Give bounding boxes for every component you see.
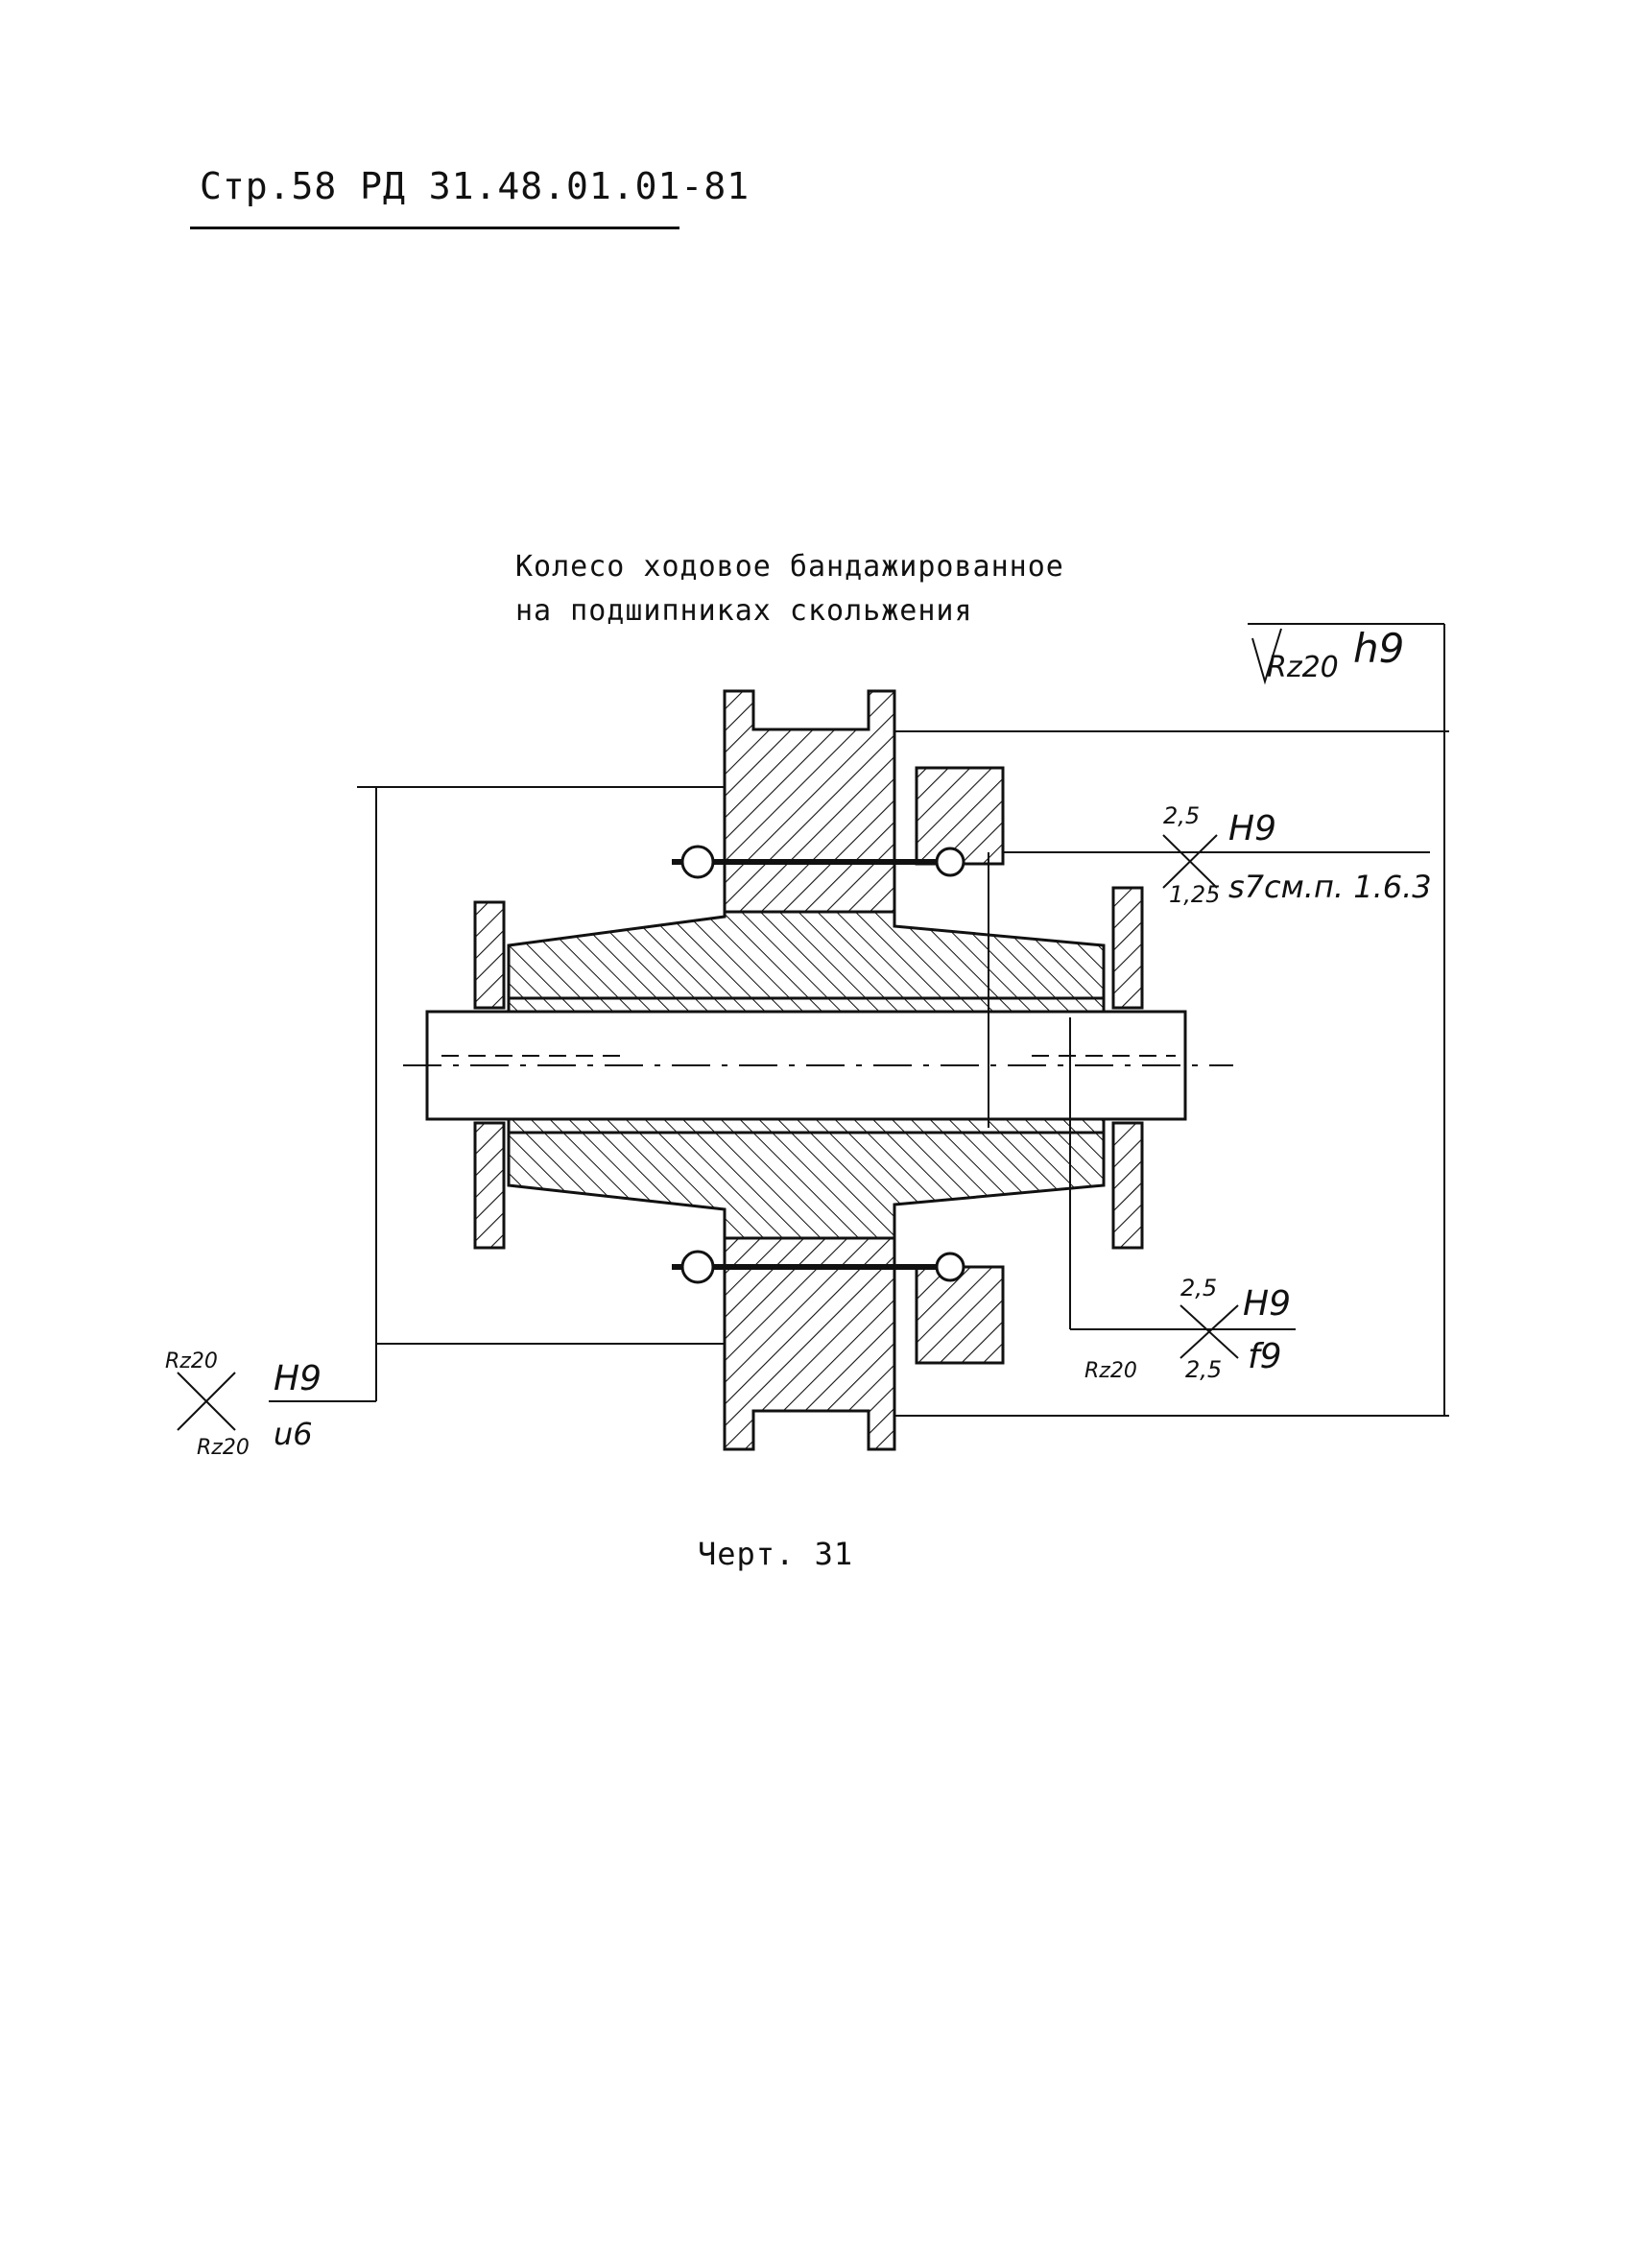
side-plate-upper: [915, 766, 1005, 866]
rz-left-bottom: Rz20: [197, 1436, 250, 1460]
fit-top-right: h9: [1353, 625, 1404, 672]
fit-lower-bottom: f9: [1248, 1337, 1282, 1376]
roughness-lower-bottom: 2,5: [1185, 1356, 1222, 1383]
surface-annotations: Rz20 h9 2,5 H9 1,25 s7см.п. 1.6.3 2,5 H9…: [165, 625, 1432, 1460]
hub-lower: [507, 1131, 1106, 1240]
rz-lower: Rz20: [1084, 1359, 1137, 1383]
right-washer-upper: [1111, 886, 1144, 1010]
right-washer-lower: [1111, 1121, 1144, 1250]
nut-lower-right: [935, 1252, 965, 1282]
side-plate-lower: [915, 1265, 1005, 1365]
roughness-symbols: [177, 628, 1282, 1431]
fit-left-bottom: u6: [274, 1416, 313, 1452]
drawing-caption: Черт. 31: [698, 1536, 854, 1572]
hub-upper: [507, 910, 1106, 1000]
roughness-upper-top: 2,5: [1163, 802, 1200, 829]
nut-lower-left: [680, 1250, 715, 1284]
nut-upper-left: [680, 845, 715, 879]
dimension-lines: [269, 623, 1449, 1417]
nut-upper-right: [935, 847, 965, 877]
rz-top-right: Rz20: [1267, 651, 1339, 684]
drawing-title-line-2: на подшипниках скольжения: [515, 594, 973, 628]
fit-lower-top: H9: [1243, 1284, 1291, 1324]
wheel-cross-section: [403, 689, 1233, 1451]
bushing-lower: [507, 1117, 1106, 1134]
fit-upper-bottom: s7см.п. 1.6.3: [1228, 869, 1432, 905]
drawing-title-line-1: Колесо ходовое бандажированное: [515, 550, 1064, 584]
bushing-upper: [507, 996, 1106, 1014]
lower-rim: [723, 1236, 896, 1451]
rz-left-top: Rz20: [165, 1349, 218, 1373]
roughness-lower-top: 2,5: [1180, 1275, 1217, 1301]
header-rule: [190, 227, 679, 229]
drawing-title: Колесо ходовое бандажированное на подшип…: [515, 545, 1064, 633]
upper-rim: [723, 689, 896, 914]
fit-upper-top: H9: [1228, 809, 1276, 848]
page-header: Стр.58 РД 31.48.01.01-81: [200, 165, 751, 207]
left-washer-lower: [473, 1121, 506, 1250]
fit-left-top: H9: [274, 1359, 322, 1398]
left-washer-upper: [473, 900, 506, 1010]
roughness-upper-bottom: 1,25: [1169, 881, 1220, 908]
